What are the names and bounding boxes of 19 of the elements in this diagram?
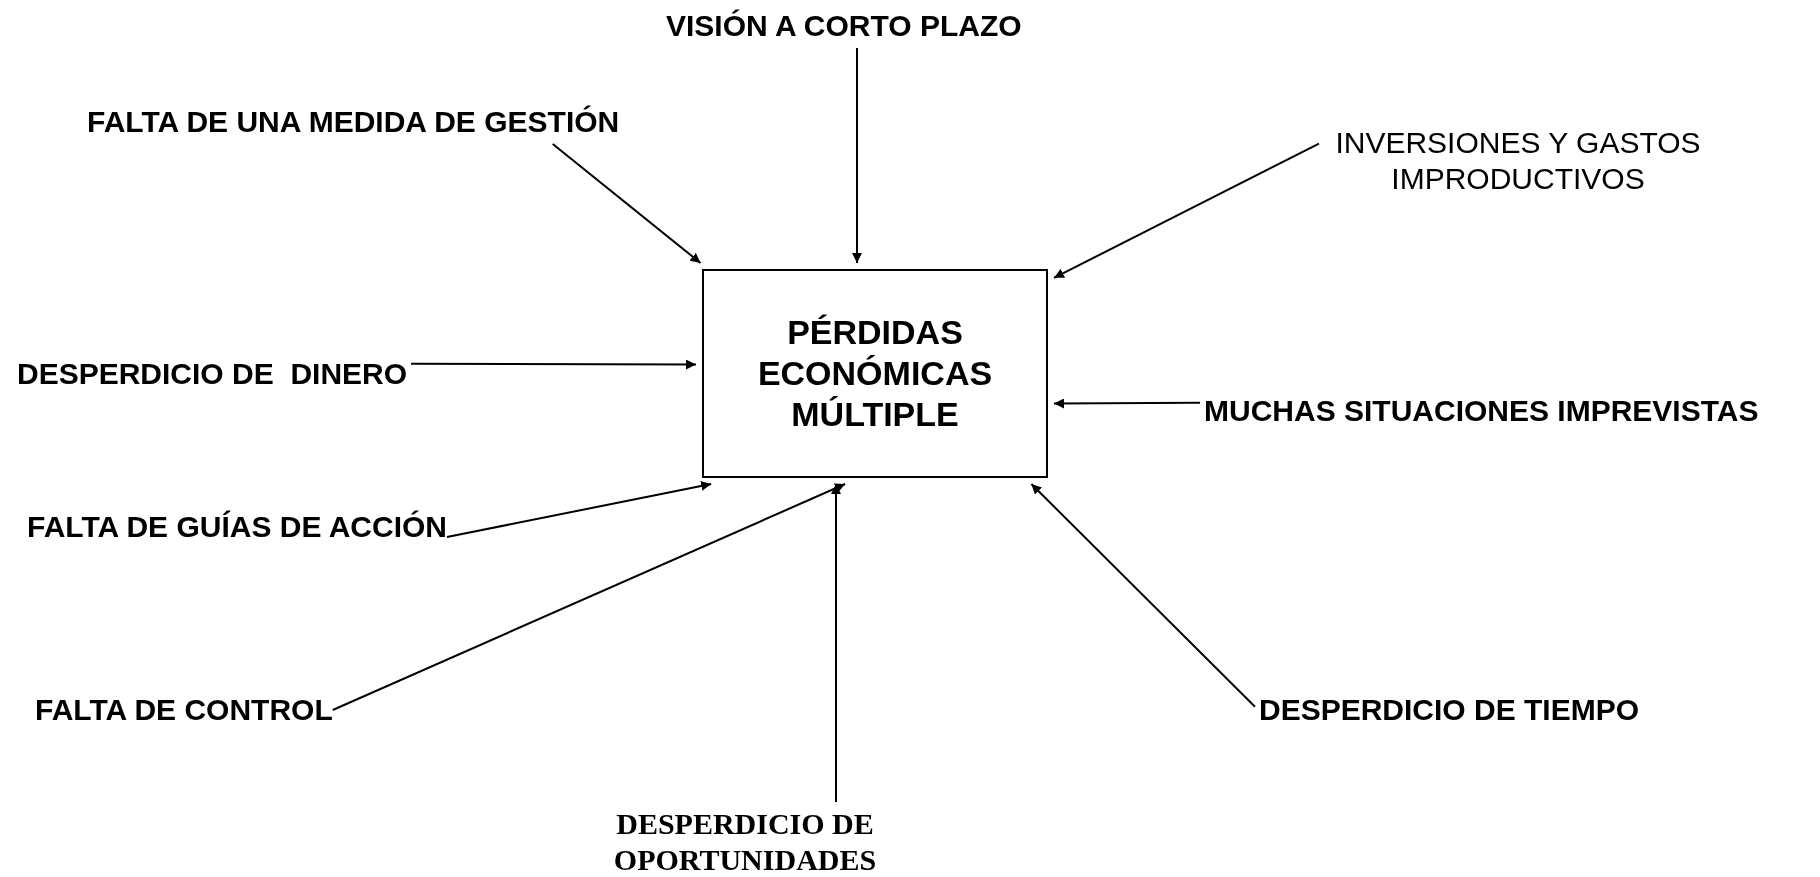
arrow [1053,398,1201,409]
arrow [446,481,713,538]
arrow [1053,142,1320,279]
arrow [852,47,862,264]
cause-label: FALTA DE UNA MEDIDA DE GESTIÓN [87,104,620,140]
arrow [831,483,841,803]
cause-label: MUCHAS SITUACIONES IMPREVISTAS [1204,393,1759,429]
effect-box: PÉRDIDAS ECONÓMICAS MÚLTIPLE [702,269,1048,478]
cause-label: DESPERDICIO DE OPORTUNIDADES [590,806,900,877]
cause-label: DESPERDICIO DE TIEMPO [1259,692,1640,728]
cause-label: INVERSIONES Y GASTOS IMPRODUCTIVOS [1323,125,1713,197]
arrow [551,143,702,264]
cause-label: DESPERDICIO DE DINERO [17,356,408,392]
cause-label: VISIÓN A CORTO PLAZO [666,8,1022,44]
cause-label: FALTA DE GUÍAS DE ACCIÓN [27,509,447,545]
arrow [331,483,847,711]
arrow [1030,483,1256,708]
arrow [410,359,697,370]
cause-label: FALTA DE CONTROL [35,692,333,728]
